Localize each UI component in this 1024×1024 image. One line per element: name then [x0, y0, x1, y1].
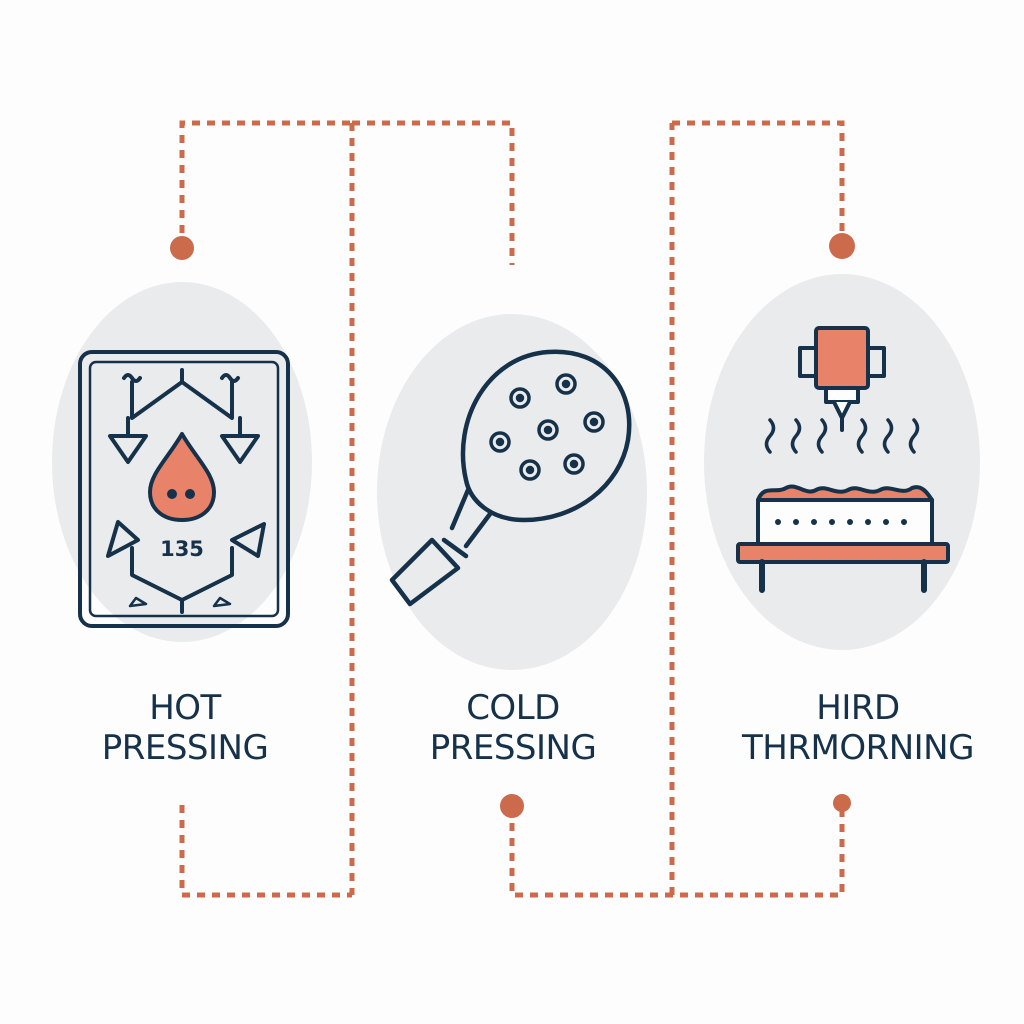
cold-pressing-backdrop — [377, 314, 647, 670]
connector-lines — [179, 120, 845, 898]
thermoforming-label-line2: THRMORNING — [742, 728, 974, 768]
connector-nodes — [170, 233, 855, 818]
thermoforming-label-line1: HIRD — [816, 688, 900, 728]
node-cold-bottom — [500, 794, 524, 818]
node-third-bottom — [833, 794, 851, 812]
paddle-holes — [489, 373, 605, 481]
connector-top-left — [179, 120, 352, 248]
connector-bottom-middle — [509, 803, 845, 898]
node-hot-top — [170, 236, 194, 260]
paddle-press-icon — [389, 349, 632, 607]
block-dots — [775, 519, 907, 525]
flame-drop-icon — [148, 432, 216, 522]
hot-pressing-label-line1: HOT — [149, 688, 221, 728]
cold-pressing-label-line2: PRESSING — [429, 728, 597, 768]
hot-press-icon — [78, 350, 290, 628]
hot-pressing-label-line2: PRESSING — [101, 728, 269, 768]
connector-bottom-left — [179, 805, 352, 898]
cold-pressing-label-line1: COLD — [466, 688, 560, 728]
thermoforming-icon — [736, 326, 950, 593]
temperature-badge: 135 — [160, 537, 204, 561]
thermoforming-label: HIRD THRMORNING — [708, 688, 1008, 768]
hot-pressing-label: HOT PRESSING — [60, 688, 310, 768]
connector-top-right — [672, 120, 845, 248]
node-third-top — [829, 233, 855, 259]
connector-top-middle — [352, 120, 515, 265]
cold-pressing-label: COLD PRESSING — [388, 688, 638, 768]
